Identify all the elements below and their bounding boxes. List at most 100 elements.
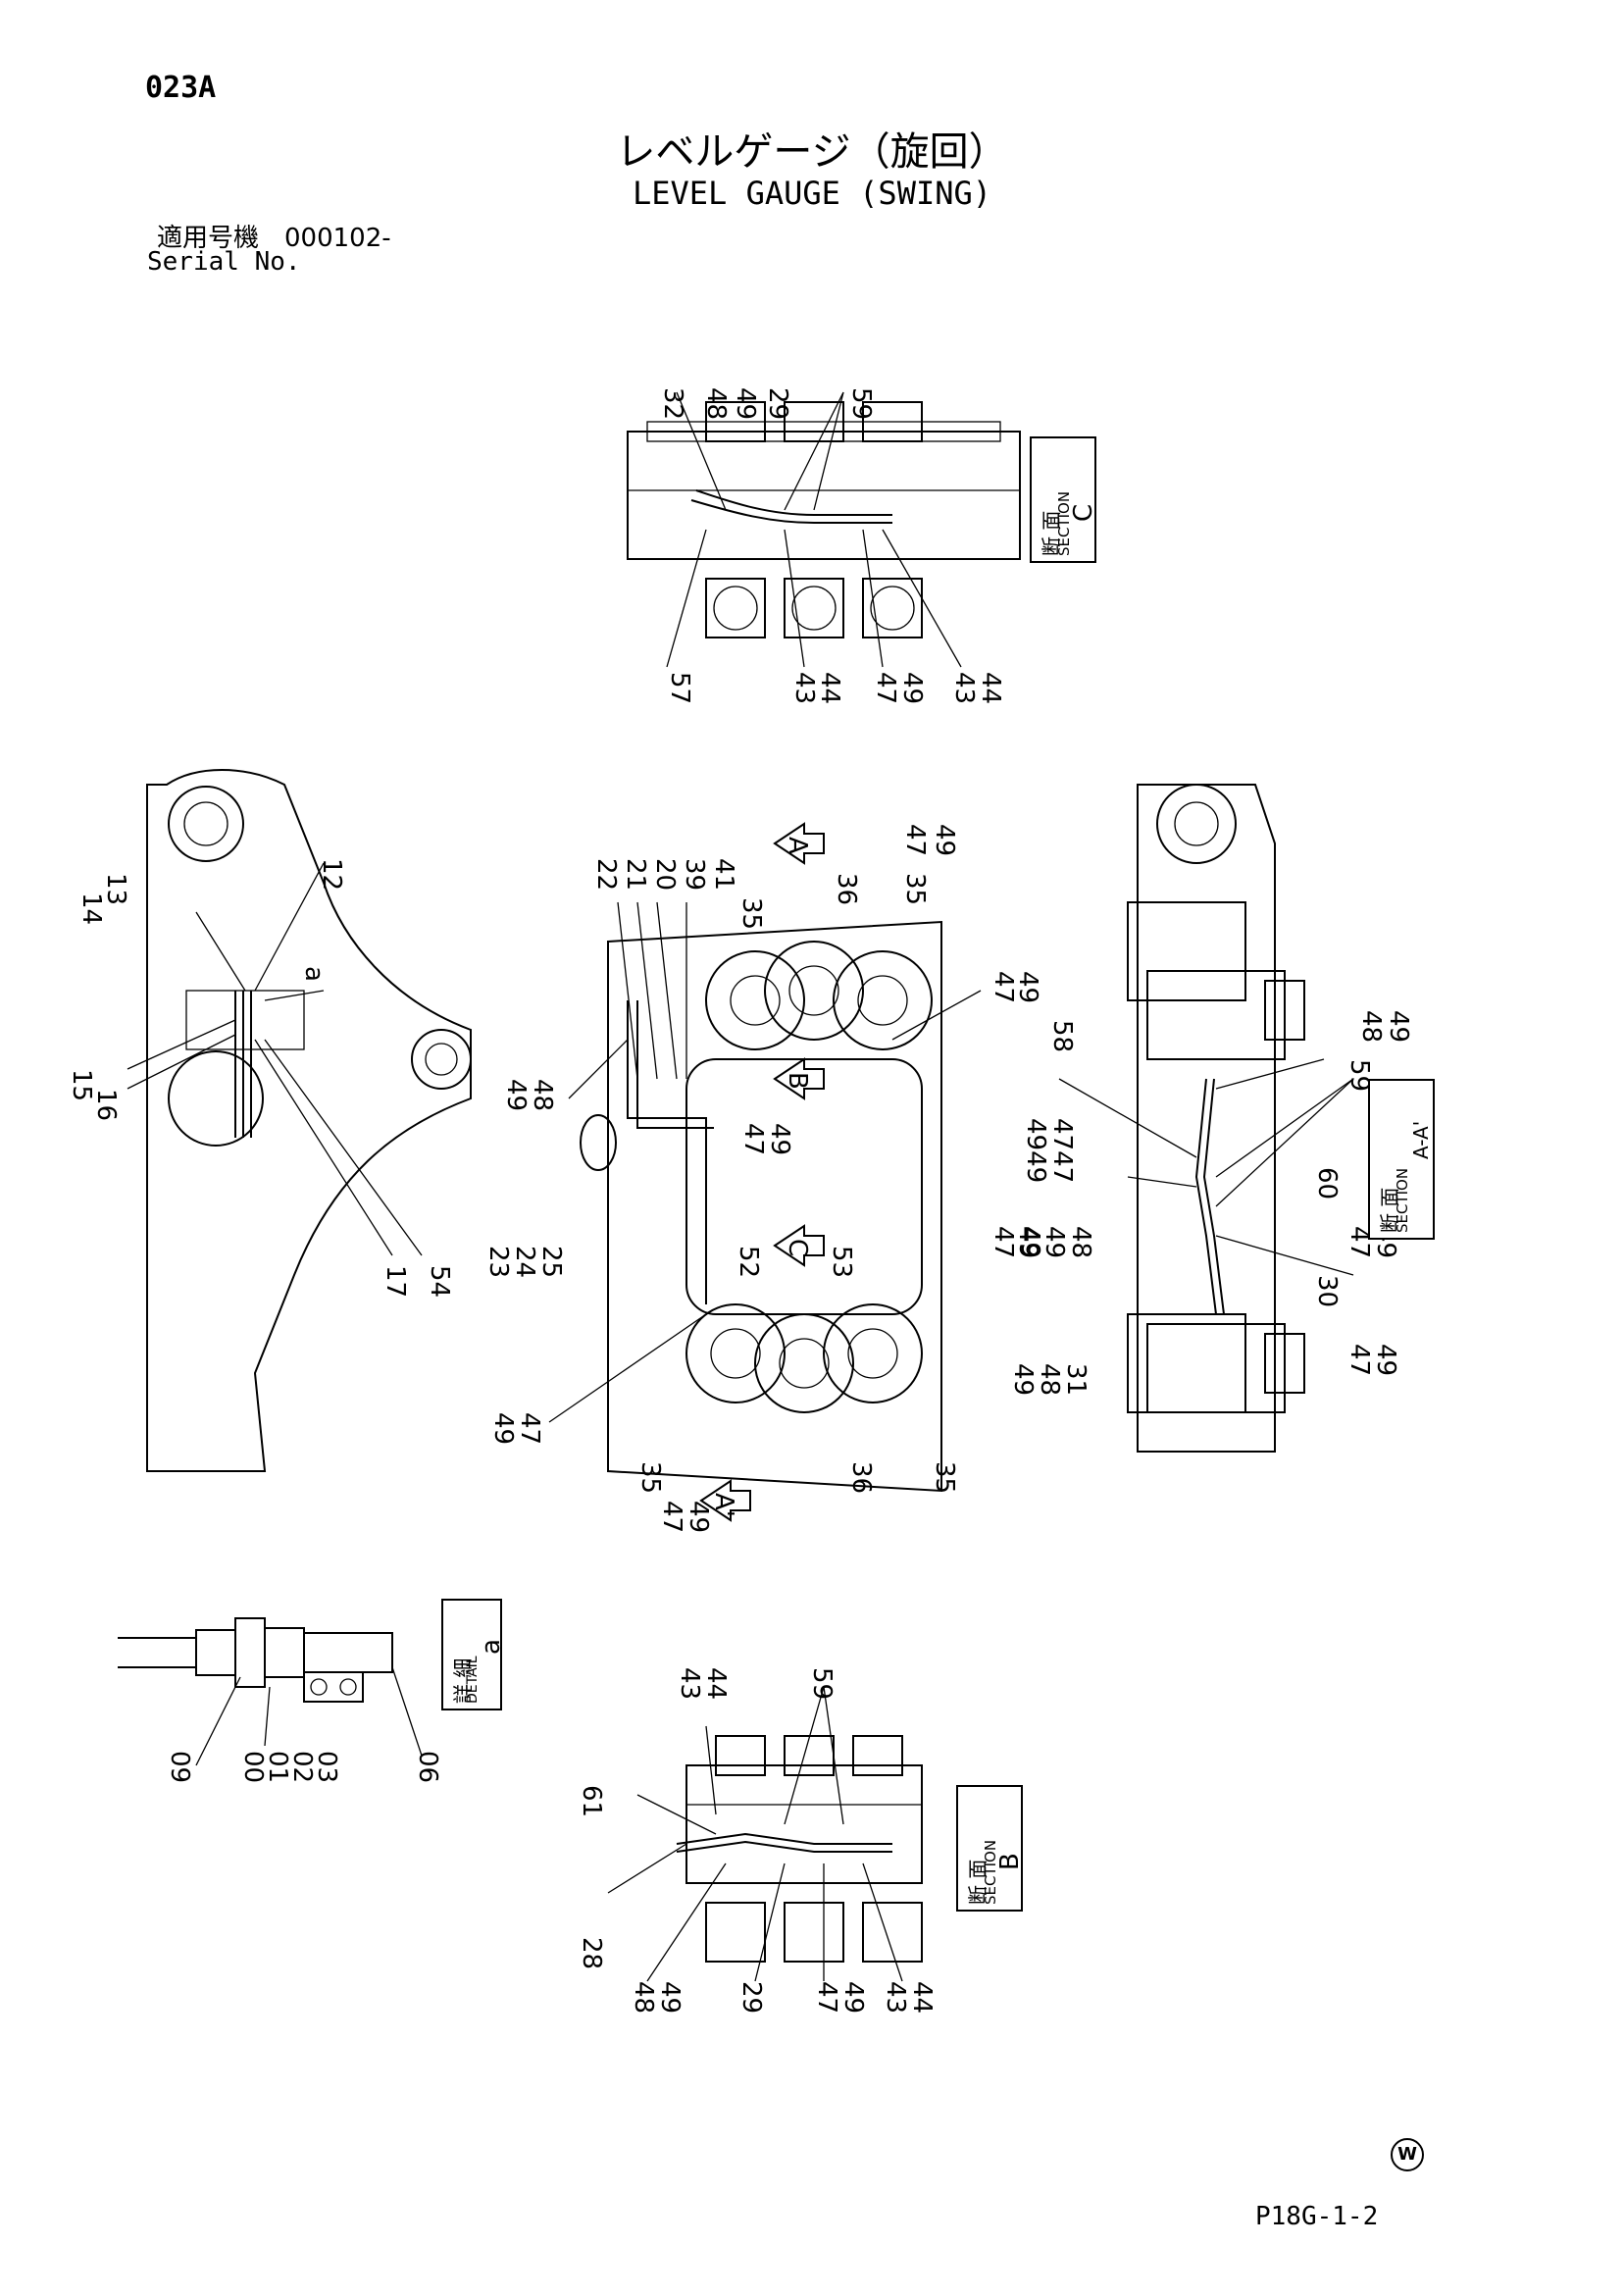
section-en: SECTION	[1055, 490, 1073, 556]
callouts-section-c: 32 48 49 29 59 57 43 44 47 49 43 44	[658, 387, 1005, 704]
detail-a-view	[118, 1617, 423, 1766]
callout: 48	[701, 387, 731, 420]
callout: a	[299, 966, 329, 982]
callout: 61	[577, 1785, 606, 1817]
callouts-left-view: 14 13 12 a 15 16 17 54	[67, 858, 454, 1298]
section-b-label: 断 面 SECTION B	[956, 1785, 1025, 1912]
callout: 47	[738, 1123, 768, 1155]
callout: 44	[815, 672, 844, 704]
section-letter: A-A'	[1409, 1120, 1433, 1159]
callout: 20	[650, 858, 680, 891]
arrow-a-top: A	[783, 837, 812, 854]
callout: 4949	[1021, 1118, 1050, 1183]
callout: 49	[1015, 1226, 1044, 1258]
callout: 48	[1356, 1010, 1386, 1043]
callout: 29	[763, 387, 792, 420]
section-aa-label: 断 面 SECTION A-A'	[1368, 1079, 1435, 1240]
callout: 29	[736, 1981, 766, 2014]
callout: 47	[515, 1412, 544, 1445]
callout: 49	[1013, 971, 1042, 1003]
callout: 48	[1066, 1226, 1095, 1258]
arrow-a-bottom: A'	[709, 1493, 738, 1517]
callouts-detail-a: 09 00 01 02 03 06	[165, 1751, 442, 1783]
callouts-section-b: 43 44 59 61 28 48 49 29 47 49 43 44	[577, 1667, 937, 2014]
callout: 44	[976, 672, 1005, 704]
view-arrow-labels: A B C A'	[709, 837, 812, 1517]
callouts-section-aa: 58 48 49 59 4949 4747 60 47 49 49 49 48 …	[1008, 1010, 1413, 1396]
callout: 35	[900, 873, 930, 905]
section-c-label: 断 面 SECTION C	[1030, 436, 1098, 563]
page-number: P18G-1-2	[1255, 2202, 1379, 2231]
callout: 59	[807, 1667, 837, 1700]
callouts-center-view: 22 21 20 39 41 35 36 47 49 35 47 49 49 4…	[483, 824, 1044, 1533]
callout: 47	[989, 971, 1018, 1003]
detail-en: DETAIL	[465, 1656, 481, 1704]
callout: 52	[734, 1246, 763, 1278]
callout: 01	[263, 1751, 292, 1783]
callout: 58	[1047, 1020, 1077, 1052]
callout: 35	[736, 897, 766, 930]
callout: 49	[765, 1123, 794, 1155]
section-c-view	[627, 391, 1021, 668]
callout: 47	[657, 1501, 686, 1533]
callout: 59	[846, 387, 876, 420]
callout: 49	[1013, 1226, 1042, 1258]
section-b-view	[607, 1686, 923, 1982]
section-letter: C	[1069, 503, 1098, 522]
callout: 49	[1371, 1344, 1400, 1376]
w-mark-icon: W	[1391, 2138, 1424, 2171]
callout: 47	[871, 672, 900, 704]
callout: 28	[577, 1937, 606, 1969]
callout: 39	[680, 858, 709, 891]
callout: 32	[658, 387, 687, 420]
callout: 16	[91, 1089, 121, 1121]
callout: 49	[1384, 1010, 1413, 1043]
callout: 35	[930, 1461, 959, 1494]
callout: 44	[907, 1981, 937, 2014]
callout: 49	[1008, 1363, 1038, 1396]
callout: 41	[709, 858, 738, 891]
callout: 43	[881, 1981, 910, 2014]
title-english: LEVEL GAUGE (SWING)	[632, 175, 992, 212]
section-en: SECTION	[1394, 1167, 1411, 1233]
callout: 35	[635, 1461, 665, 1494]
callout: 47	[812, 1981, 841, 2014]
callout: 09	[165, 1751, 194, 1783]
callout: 00	[238, 1751, 268, 1783]
callout: 06	[413, 1751, 442, 1783]
page-id: 023A	[145, 71, 217, 105]
callout: 49	[684, 1501, 713, 1533]
title-japanese: レベルゲージ（旋回）	[616, 129, 1008, 175]
callout: 03	[312, 1751, 341, 1783]
callout: 49	[1040, 1226, 1069, 1258]
arrow-b: B	[783, 1072, 812, 1090]
callout: 48	[629, 1981, 658, 2014]
callout: 36	[832, 873, 861, 905]
callout: 43	[949, 672, 979, 704]
center-top-view	[548, 822, 982, 1522]
callout: 47	[900, 824, 930, 856]
arrow-c: C	[783, 1239, 812, 1256]
callout: 12	[317, 858, 346, 891]
callout: 23	[483, 1246, 513, 1278]
callout: 48	[528, 1079, 557, 1111]
callout: 49	[731, 387, 760, 420]
callout: 60	[1312, 1167, 1342, 1199]
callout: 49	[930, 824, 959, 856]
callout: 14	[76, 893, 106, 925]
section-aa-view	[1058, 784, 1354, 1453]
callout: 17	[381, 1265, 410, 1298]
callout: 21	[621, 858, 650, 891]
callout: 4747	[1047, 1118, 1077, 1183]
callout: 44	[701, 1667, 731, 1700]
callout: 43	[789, 672, 819, 704]
callout: 49	[655, 1981, 685, 2014]
callout: 47	[989, 1226, 1018, 1258]
callout: 15	[67, 1069, 96, 1101]
callout: 30	[1312, 1275, 1342, 1307]
callout: 25	[536, 1246, 566, 1278]
callout: 54	[425, 1265, 454, 1298]
callout: 49	[838, 1981, 868, 2014]
callout: 57	[665, 672, 694, 704]
